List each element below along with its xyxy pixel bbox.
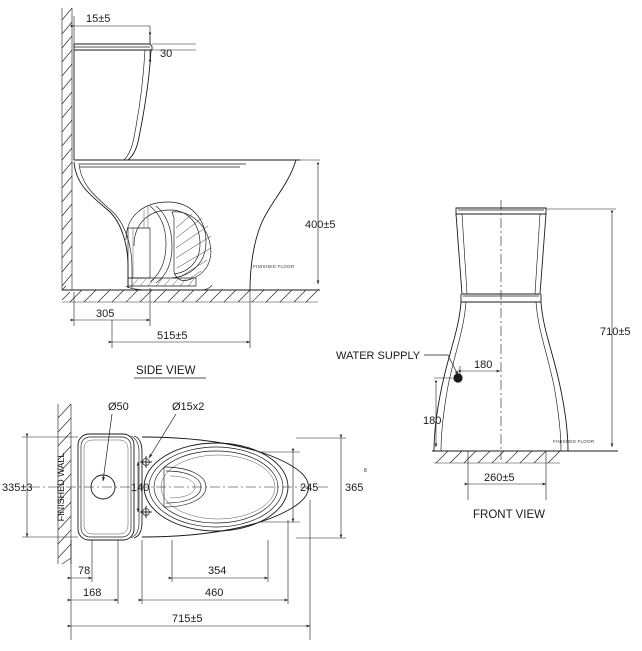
dim-bowl-outer-width: 365 xyxy=(345,482,363,494)
side-base-foot xyxy=(125,284,213,291)
callout-bolt-holes: Ø15x2 xyxy=(172,401,204,413)
dim-overall-length: 715±5 xyxy=(172,613,203,625)
plan-bolt-hole-upper xyxy=(140,456,152,468)
dim-overall-height: 710±5 xyxy=(600,326,631,338)
side-base-plate-hatch xyxy=(131,278,195,287)
side-view-wall-hatching xyxy=(61,7,73,291)
side-tank-lid xyxy=(73,43,153,51)
front-bowl-right-inner xyxy=(535,301,562,452)
dim-bolt-spacing: 140 xyxy=(131,482,149,494)
front-bowl-right-profile xyxy=(540,301,569,452)
water-supply-point xyxy=(453,373,463,383)
water-supply-leader-d xyxy=(447,354,459,376)
water-supply-label: WATER SUPPLY xyxy=(336,350,421,362)
side-trapway-web xyxy=(149,205,167,283)
dim-tank-width: 335±3 xyxy=(2,482,33,494)
front-bowl-left-inner xyxy=(440,301,467,452)
front-tank-edge-left xyxy=(461,213,468,295)
dim-tank-top-setback: 15±5 xyxy=(86,13,110,25)
side-bowl-back-profile xyxy=(73,161,129,288)
dim-supply-offset: 180 xyxy=(474,359,492,371)
side-trapway-outer xyxy=(125,201,207,279)
dim-bowl-outer-width-note: 8 xyxy=(364,468,367,474)
side-trap-outlet-hatching xyxy=(175,213,212,281)
plan-finished-wall-label: FINISHED WALL xyxy=(56,453,66,522)
side-bowl-back-profile-inner xyxy=(78,162,133,288)
side-trap-outlet xyxy=(171,211,212,281)
callout-flush-hole: Ø50 xyxy=(108,401,129,413)
side-tank-front-face xyxy=(127,49,152,161)
side-trapway-inner xyxy=(133,209,201,275)
dim-wall-to-tank-face: 78 xyxy=(78,565,90,577)
side-view-group: 15±5 30 400±5 FINISHED FLOOR 305 515±5 S… xyxy=(61,7,336,379)
side-finished-floor-label: FINISHED FLOOR xyxy=(253,264,295,269)
front-finished-floor-label: FINISHED FLOOR xyxy=(553,439,595,444)
dim-bowl-opening-width: 245 xyxy=(300,482,318,494)
dim-trap-center: 305 xyxy=(96,308,114,320)
front-tank-edge-right xyxy=(534,213,541,295)
dim-bowl-length: 354 xyxy=(208,565,226,577)
side-tank-front-inner xyxy=(123,49,146,161)
side-view-title: SIDE VIEW xyxy=(136,365,196,377)
dim-bowl-rim-height: 400±5 xyxy=(305,219,336,231)
front-shoulder xyxy=(460,294,542,303)
front-view-floor-hatching xyxy=(434,450,561,464)
side-view-floor-hatching xyxy=(61,289,319,303)
plan-bolt-hole-lower xyxy=(140,506,152,518)
front-view-group: 710±5 WATER SUPPLY 180 180 FINISHED FLOO… xyxy=(336,200,631,521)
front-view-title: FRONT VIEW xyxy=(473,509,545,521)
dim-tank-lid-thickness: 30 xyxy=(160,48,172,60)
side-base-plate xyxy=(127,277,197,287)
plan-view-group: 335±3 FINISHED WALL Ø50 Ø15x2 140 245 36… xyxy=(2,401,367,640)
plan-wall-hatching xyxy=(57,403,72,565)
dim-overall-projection: 515±5 xyxy=(157,330,188,342)
callout-bolt-holes-leader xyxy=(148,413,177,459)
side-bowl-front-profile xyxy=(249,159,297,291)
dim-supply-height: 180 xyxy=(423,415,441,427)
dim-wall-to-tank-front: 168 xyxy=(83,587,101,599)
dim-bowl-total-length: 460 xyxy=(205,587,223,599)
dim-base-width: 260±5 xyxy=(484,472,515,484)
side-trapway-web2 xyxy=(155,205,173,284)
callout-flush-hole-leader xyxy=(102,413,113,482)
